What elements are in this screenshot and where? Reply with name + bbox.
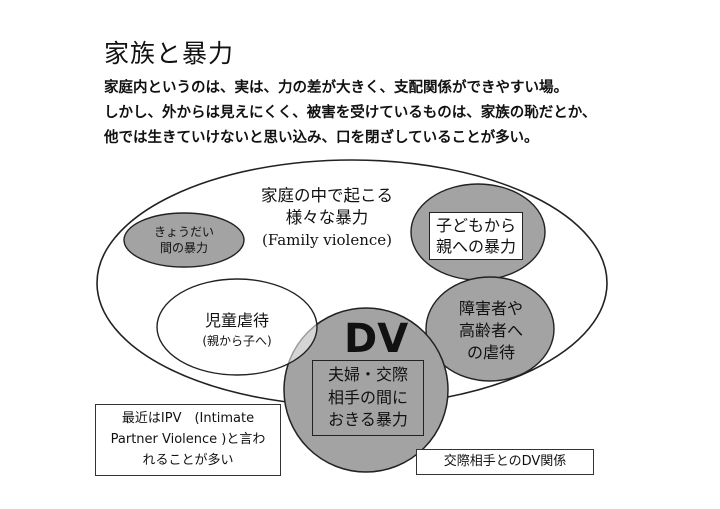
ipv-note-line-1: 最近はIPV (Intimate — [121, 411, 255, 426]
disabled-elderly-line-1: 障害者や — [458, 299, 523, 318]
child-to-parent-box — [429, 212, 523, 260]
family-violence-line-1: 家庭の中で起こる — [261, 186, 393, 205]
child-to-parent-label: 子どもから 親への暴力 — [429, 215, 523, 257]
siblings-violence-ellipse — [123, 212, 245, 268]
intro-line-1: 家庭内というのは、実は、力の差が大きく、支配関係ができやすい場。 — [104, 80, 568, 96]
child-abuse-label: 児童虐待 (親から子へ) — [182, 311, 292, 351]
dv-line-3: おきる暴力 — [328, 410, 408, 429]
disabled-elderly-circle — [425, 276, 555, 382]
family-violence-line-2: 様々な暴力 — [285, 208, 369, 227]
dv-label: 夫婦・交際 相手の間に おきる暴力 — [312, 364, 424, 432]
child-to-parent-line-1: 子どもから — [435, 216, 516, 235]
dv-box — [312, 360, 424, 436]
ipv-note-box — [95, 404, 281, 476]
siblings-line-1: きょうだい — [153, 225, 214, 239]
disabled-elderly-label: 障害者や 高齢者へ の虐待 — [446, 298, 536, 364]
siblings-label: きょうだい 間の暴力 — [134, 224, 234, 256]
siblings-line-2: 間の暴力 — [159, 241, 208, 255]
family-violence-label: 家庭の中で起こる 様々な暴力 (Family violence) — [232, 185, 422, 251]
child-abuse-ellipse — [156, 278, 318, 376]
dating-note-box — [416, 449, 594, 475]
disabled-elderly-line-3: の虐待 — [466, 343, 515, 362]
intro-text: 家庭内というのは、実は、力の差が大きく、支配関係ができやすい場。 しかし、外から… — [104, 76, 704, 151]
page-title: 家族と暴力 — [104, 39, 235, 68]
ipv-note-label: 最近はIPV (Intimate Partner Violence )と言わ れ… — [95, 408, 281, 471]
child-abuse-line-2: (親から子へ) — [202, 334, 272, 348]
intro-line-3: 他では生きていけないと思い込み、口を閉ざしていることが多い。 — [104, 130, 539, 146]
ipv-note-line-2: Partner Violence )と言わ — [110, 432, 266, 447]
dating-note-label: 交際相手とのDV関係 — [443, 454, 567, 469]
dv-title: DV — [344, 316, 409, 362]
dv-line-1: 夫婦・交際 — [327, 365, 408, 384]
disabled-elderly-line-2: 高齢者へ — [458, 321, 523, 340]
child-abuse-line-1: 児童虐待 — [204, 311, 269, 330]
ipv-note-line-3: れることが多い — [142, 453, 234, 468]
family-violence-line-3: (Family violence) — [261, 231, 392, 249]
child-to-parent-line-2: 親への暴力 — [435, 237, 516, 256]
intro-line-2: しかし、外からは見えにくく、被害を受けているものは、家族の恥だとか、 — [104, 105, 597, 121]
dv-line-2: 相手の間に — [327, 387, 408, 407]
